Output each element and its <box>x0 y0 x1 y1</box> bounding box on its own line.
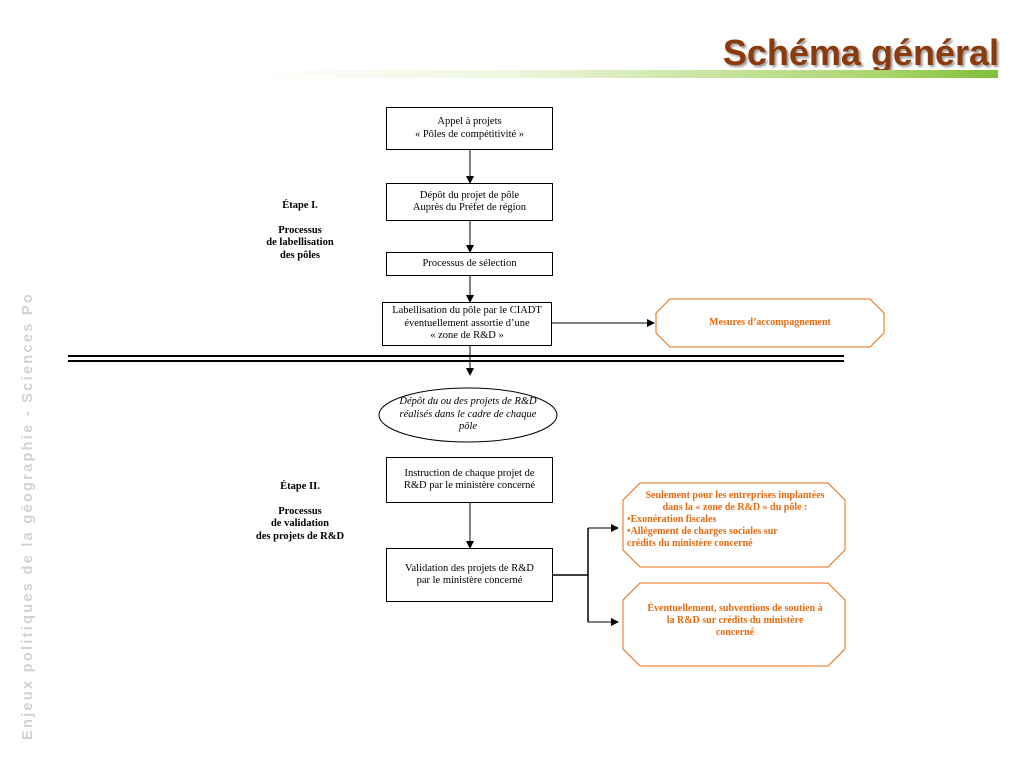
node-text: la R&D sur crédits du ministère <box>666 615 804 626</box>
node-instruction: Instruction de chaque projet de R&D par … <box>386 457 553 503</box>
node-text: pôle <box>458 421 478 433</box>
node-text: éventuellement assortie d’une <box>404 317 530 329</box>
etape-1-line: de labellisation <box>266 237 334 248</box>
page-title: Schéma général <box>722 32 999 73</box>
node-text: •Exonération fiscales <box>627 514 717 525</box>
node-text: Labellisation du pôle par le CIADT <box>392 305 542 317</box>
zone-rd-octagon <box>622 482 846 568</box>
etape-2-line: de validation <box>270 518 330 529</box>
node-text: crédits du ministère concerné <box>627 538 753 549</box>
node-subventions: Éventuellement, subventions de soutien à… <box>627 603 843 651</box>
node-zone-rd: Seulement pour les entreprises implantée… <box>627 490 843 562</box>
title-underline <box>250 70 998 78</box>
node-mesures: Mesures d’accompagnement <box>656 299 884 347</box>
node-text: dans la « zone de R&D » du pôle : <box>662 502 808 513</box>
node-text: •Allégement de charges sociales sur <box>627 526 778 537</box>
node-text: Seulement pour les entreprises implantée… <box>645 490 825 501</box>
node-text: Éventuellement, subventions de soutien à <box>647 603 823 614</box>
node-validation: Validation des projets de R&D par le min… <box>386 548 553 602</box>
subventions-octagon <box>622 582 846 667</box>
etape-1-title: Étape I. <box>282 200 318 211</box>
node-text: Processus de sélection <box>422 257 517 269</box>
node-selection: Processus de sélection <box>386 252 553 276</box>
node-depot-pole: Dépôt du projet de pôle Auprès du Préfet… <box>386 183 553 221</box>
node-text: Validation des projets de R&D <box>405 562 534 574</box>
etape-2-line: des projets de R&D <box>255 530 345 542</box>
node-text: « zone de R&D » <box>430 330 504 342</box>
node-labellisation: Labellisation du pôle par le CIADT évent… <box>382 302 552 346</box>
node-text: concerné <box>715 627 755 638</box>
node-text: Dépôt du projet de pôle <box>419 189 520 201</box>
etape-2-line: Processus <box>278 505 322 517</box>
node-text: Instruction de chaque projet de <box>404 467 535 479</box>
depot-rd-ellipse <box>378 387 558 443</box>
node-text: par le ministère concerné <box>416 575 523 586</box>
etape-2-label: Étape II. Processus de validation des pr… <box>240 481 360 543</box>
node-text: « Pôles de compétitivité » <box>414 128 525 140</box>
node-text: R&D par le ministère concerné <box>403 480 536 491</box>
mesures-octagon <box>655 298 885 348</box>
etape-2-title: Étape II. <box>280 481 320 492</box>
node-depot-rd: Dépôt du ou des projets de R&D réalisés … <box>380 390 556 440</box>
node-appel-projets: Appel à projets « Pôles de compétitivité… <box>386 107 553 150</box>
node-text: Dépôt du ou des projets de R&D <box>399 396 537 408</box>
etape-1-line: des pôles <box>280 249 320 261</box>
etape-1-line: Processus <box>278 224 322 236</box>
node-text: Appel à projets <box>437 116 502 127</box>
node-text: Mesures d’accompagnement <box>709 317 831 328</box>
etape-1-label: Étape I. Processus de labellisation des … <box>250 200 350 262</box>
node-text: réalisés dans le cadre de chaque <box>399 408 537 420</box>
node-text: Auprès du Préfet de région <box>412 202 527 213</box>
